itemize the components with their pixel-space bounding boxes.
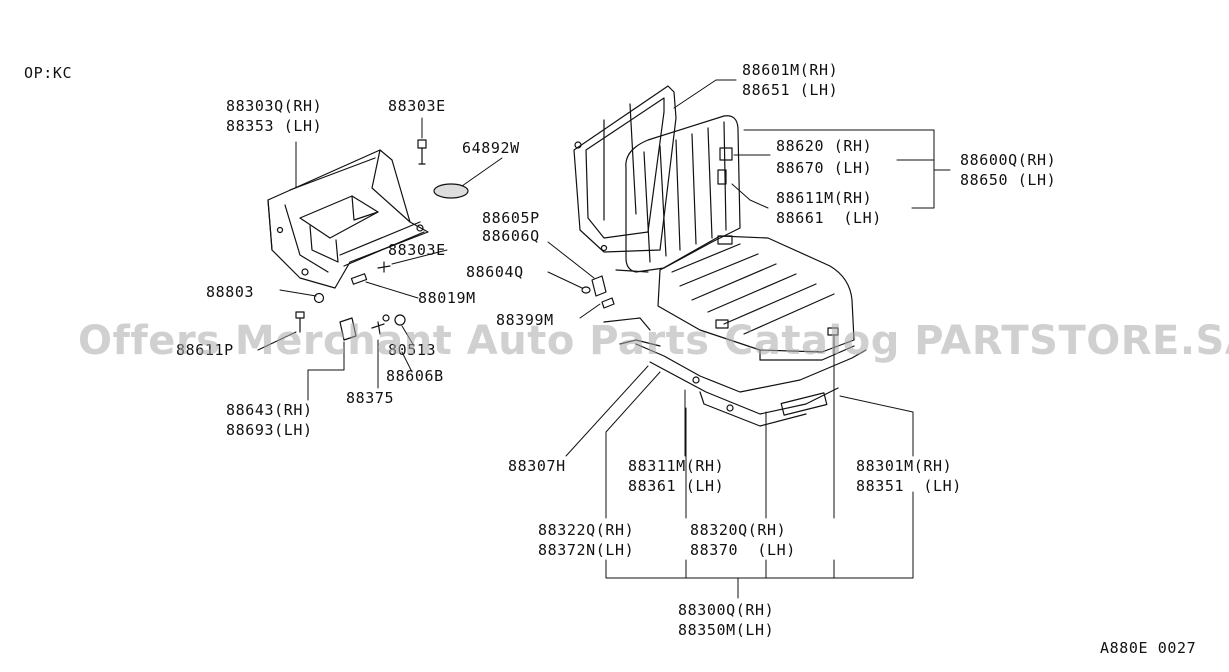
clip-88399m: [601, 297, 615, 309]
nut-80513: [394, 314, 406, 326]
label-88019m: 88019M: [418, 289, 476, 307]
label-88643: 88643(RH): [226, 401, 313, 419]
label-88803: 88803: [206, 283, 255, 301]
label-88606q: 88606Q: [482, 227, 540, 245]
hinge-88605p: [591, 275, 607, 297]
watermark: Offers Merchant Auto Parts Catalog PARTS…: [78, 318, 1229, 364]
label-8861xp: 88611P: [176, 341, 234, 359]
washer-88604q: [581, 286, 591, 294]
label-88303q: 88303Q(RH): [226, 97, 323, 115]
seat-back-cushion: [625, 115, 741, 273]
label-88375: 88375: [346, 389, 395, 407]
label-88650: 88650 (LH): [960, 171, 1057, 189]
bolt-left: [295, 311, 305, 333]
label-88693: 88693(LH): [226, 421, 313, 439]
label-88620: 88620 (RH): [776, 137, 873, 155]
label-88370: 88370 (LH): [690, 541, 796, 559]
washer-88803: [313, 292, 325, 304]
label-88600q: 88600Q(RH): [960, 151, 1057, 169]
bolt-88303e-mid: [377, 261, 391, 273]
label-88353: 88353 (LH): [226, 117, 323, 135]
label-64892w: 64892W: [462, 139, 520, 157]
spring-88375: [371, 321, 385, 335]
label-88670: 88670 (LH): [776, 159, 873, 177]
label-88611m: 88611M(RH): [776, 189, 873, 207]
label-88399m: 88399M: [496, 311, 554, 329]
label-88320q: 88320Q(RH): [690, 521, 787, 539]
bracket-88019m: [350, 273, 368, 285]
label-88350m: 88350M(LH): [678, 621, 775, 639]
label-88322q: 88322Q(RH): [538, 521, 635, 539]
seat-back-frame: [573, 85, 677, 273]
label-88307h: 88307H: [508, 457, 566, 475]
diagram-code: OP:KC: [24, 64, 73, 82]
label-88303e-mid: 88303E: [388, 241, 446, 259]
leader-lines: [257, 79, 951, 599]
seat-base-frame: [267, 149, 429, 289]
label-88604q: 88604Q: [466, 263, 524, 281]
label-88311m: 88311M(RH): [628, 457, 725, 475]
label-88372n: 88372N(LH): [538, 541, 635, 559]
label-88361: 88361 (LH): [628, 477, 725, 495]
bolt-88303e-top: [417, 139, 427, 165]
seat-cushion: [657, 235, 855, 361]
label-80513: 80513: [388, 341, 437, 359]
diagram-id: A880E 0027: [1100, 639, 1197, 657]
seat-pan: [603, 317, 867, 427]
label-88351: 88351 (LH): [856, 477, 962, 495]
grommet-64892w: [433, 183, 469, 199]
label-88606b: 88606B: [386, 367, 444, 385]
label-88301m: 88301M(RH): [856, 457, 953, 475]
label-88300q: 88300Q(RH): [678, 601, 775, 619]
label-88303e-top: 88303E: [388, 97, 446, 115]
label-88601m: 88601M(RH): [742, 61, 839, 79]
label-88661: 88661 (LH): [776, 209, 882, 227]
clip-88643: [339, 317, 357, 341]
label-88651: 88651 (LH): [742, 81, 839, 99]
label-88605p: 88605P: [482, 209, 540, 227]
